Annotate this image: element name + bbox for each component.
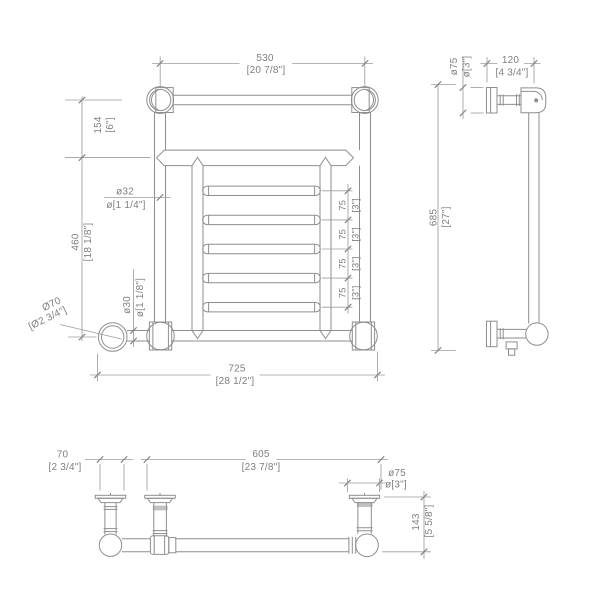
plan-left-ball-elbow xyxy=(98,533,123,557)
rung-5 xyxy=(202,302,321,313)
dim-width-overall-in: [28 1/2"] xyxy=(216,376,255,387)
dim-bracket-offset-in: [2 3/4"] xyxy=(49,462,82,473)
side-dia-flange-in: ø[3"] xyxy=(462,56,473,78)
dim-projection-in: [4 3/4"] xyxy=(496,67,529,78)
dim-bracket-centres-in: [23 7/8"] xyxy=(242,462,281,473)
dim-drop-in: [6"] xyxy=(105,117,116,132)
dim-rung-gap-4-mm: 75 xyxy=(338,287,348,298)
dim-plan-flange-dia: ø75 ø[3"] xyxy=(339,468,407,492)
rung-3 xyxy=(202,243,321,255)
dim-rung-gap-3-mm: 75 xyxy=(338,258,348,269)
side-dimensions: 120 [4 3/4"] ø75 ø[3"] 685 [27"] xyxy=(429,55,541,355)
side-top-elbow xyxy=(520,87,547,114)
dim-rung-spacing: 75 [3"] 75 [3"] 75 [3"] 75 [3"] xyxy=(322,184,361,314)
dia-tube-mm: ø32 xyxy=(116,186,134,197)
dim-height-mm: 685 xyxy=(429,209,440,227)
dim-projection: 120 [4 3/4"] xyxy=(480,55,541,84)
bleed-screw xyxy=(534,98,539,103)
dim-rail-diameter: ø30 ø[1 1/8"] xyxy=(122,269,146,347)
dim-height-overall: 685 [27"] xyxy=(429,80,456,355)
side-ball-elbow xyxy=(525,322,549,346)
dim-bracket-centres-mm: 605 xyxy=(252,449,270,460)
rung-1 xyxy=(202,185,321,197)
dim-rung-gap-1-in: [3"] xyxy=(351,198,361,212)
dim-rung-gap-2-mm: 75 xyxy=(338,229,348,240)
dim-left-chain: 154 [6"] 460 [18 1/8"] xyxy=(65,96,151,341)
dim-side-flange-dia: ø75 ø[3"] xyxy=(449,56,484,119)
plan-dia-flange-mm: ø75 xyxy=(388,468,406,479)
side-view xyxy=(486,87,549,356)
dim-plan-depth: 143 [5 5/8"] xyxy=(382,491,435,559)
rung-2 xyxy=(202,214,321,226)
dim-rung-gap-4-in: [3"] xyxy=(351,285,361,299)
dim-plan-depth-in: [5 5/8"] xyxy=(424,505,435,538)
dim-panel-mm: 460 xyxy=(71,233,82,251)
dim-panel-in: [18 1/8"] xyxy=(83,223,94,262)
side-top-flange xyxy=(486,87,498,114)
dim-width-overall-mm: 725 xyxy=(228,363,246,374)
side-bottom-flange xyxy=(486,320,498,348)
dim-width-overall: 725 [28 1/2"] xyxy=(90,351,385,387)
rung-4 xyxy=(202,272,321,284)
dim-tube-diameter: ø32 ø[1 1/4"] xyxy=(104,186,171,211)
dim-bracket-offset-mm: 70 xyxy=(57,449,69,460)
dim-projection-mm: 120 xyxy=(502,55,520,66)
dim-rung-gap-2-in: [3"] xyxy=(351,227,361,241)
dim-bracket-offset: 70 [2 3/4"] xyxy=(49,449,134,491)
bottom-dimensions: 70 [2 3/4"] 605 [23 7/8"] ø75 ø[3"] 143 … xyxy=(49,449,435,559)
front-view xyxy=(97,86,379,352)
dim-rung-gap-1-mm: 75 xyxy=(338,200,348,211)
dia-rail-in: ø[1 1/8"] xyxy=(135,278,146,317)
dia-tube-in: ø[1 1/4"] xyxy=(106,200,145,211)
dim-plan-depth-mm: 143 xyxy=(411,513,422,531)
dia-rail-mm: ø30 xyxy=(122,296,133,314)
plan-right-ball-elbow xyxy=(355,533,379,558)
dim-rung-gap-3-in: [3"] xyxy=(351,256,361,270)
wall-flange-front xyxy=(97,322,128,352)
plan-dia-flange-in: ø[3"] xyxy=(385,479,407,490)
bottom-view xyxy=(94,493,381,558)
dim-bracket-centres: 605 [23 7/8"] xyxy=(141,449,388,491)
dim-height-in: [27"] xyxy=(441,206,452,227)
side-dia-flange-mm: ø75 xyxy=(449,57,460,75)
dim-width-top-in: [20 7/8"] xyxy=(247,65,286,76)
dim-width-top: 530 [20 7/8"] xyxy=(152,53,373,86)
dim-drop-mm: 154 xyxy=(93,116,104,134)
dim-width-top-mm: 530 xyxy=(256,53,274,64)
